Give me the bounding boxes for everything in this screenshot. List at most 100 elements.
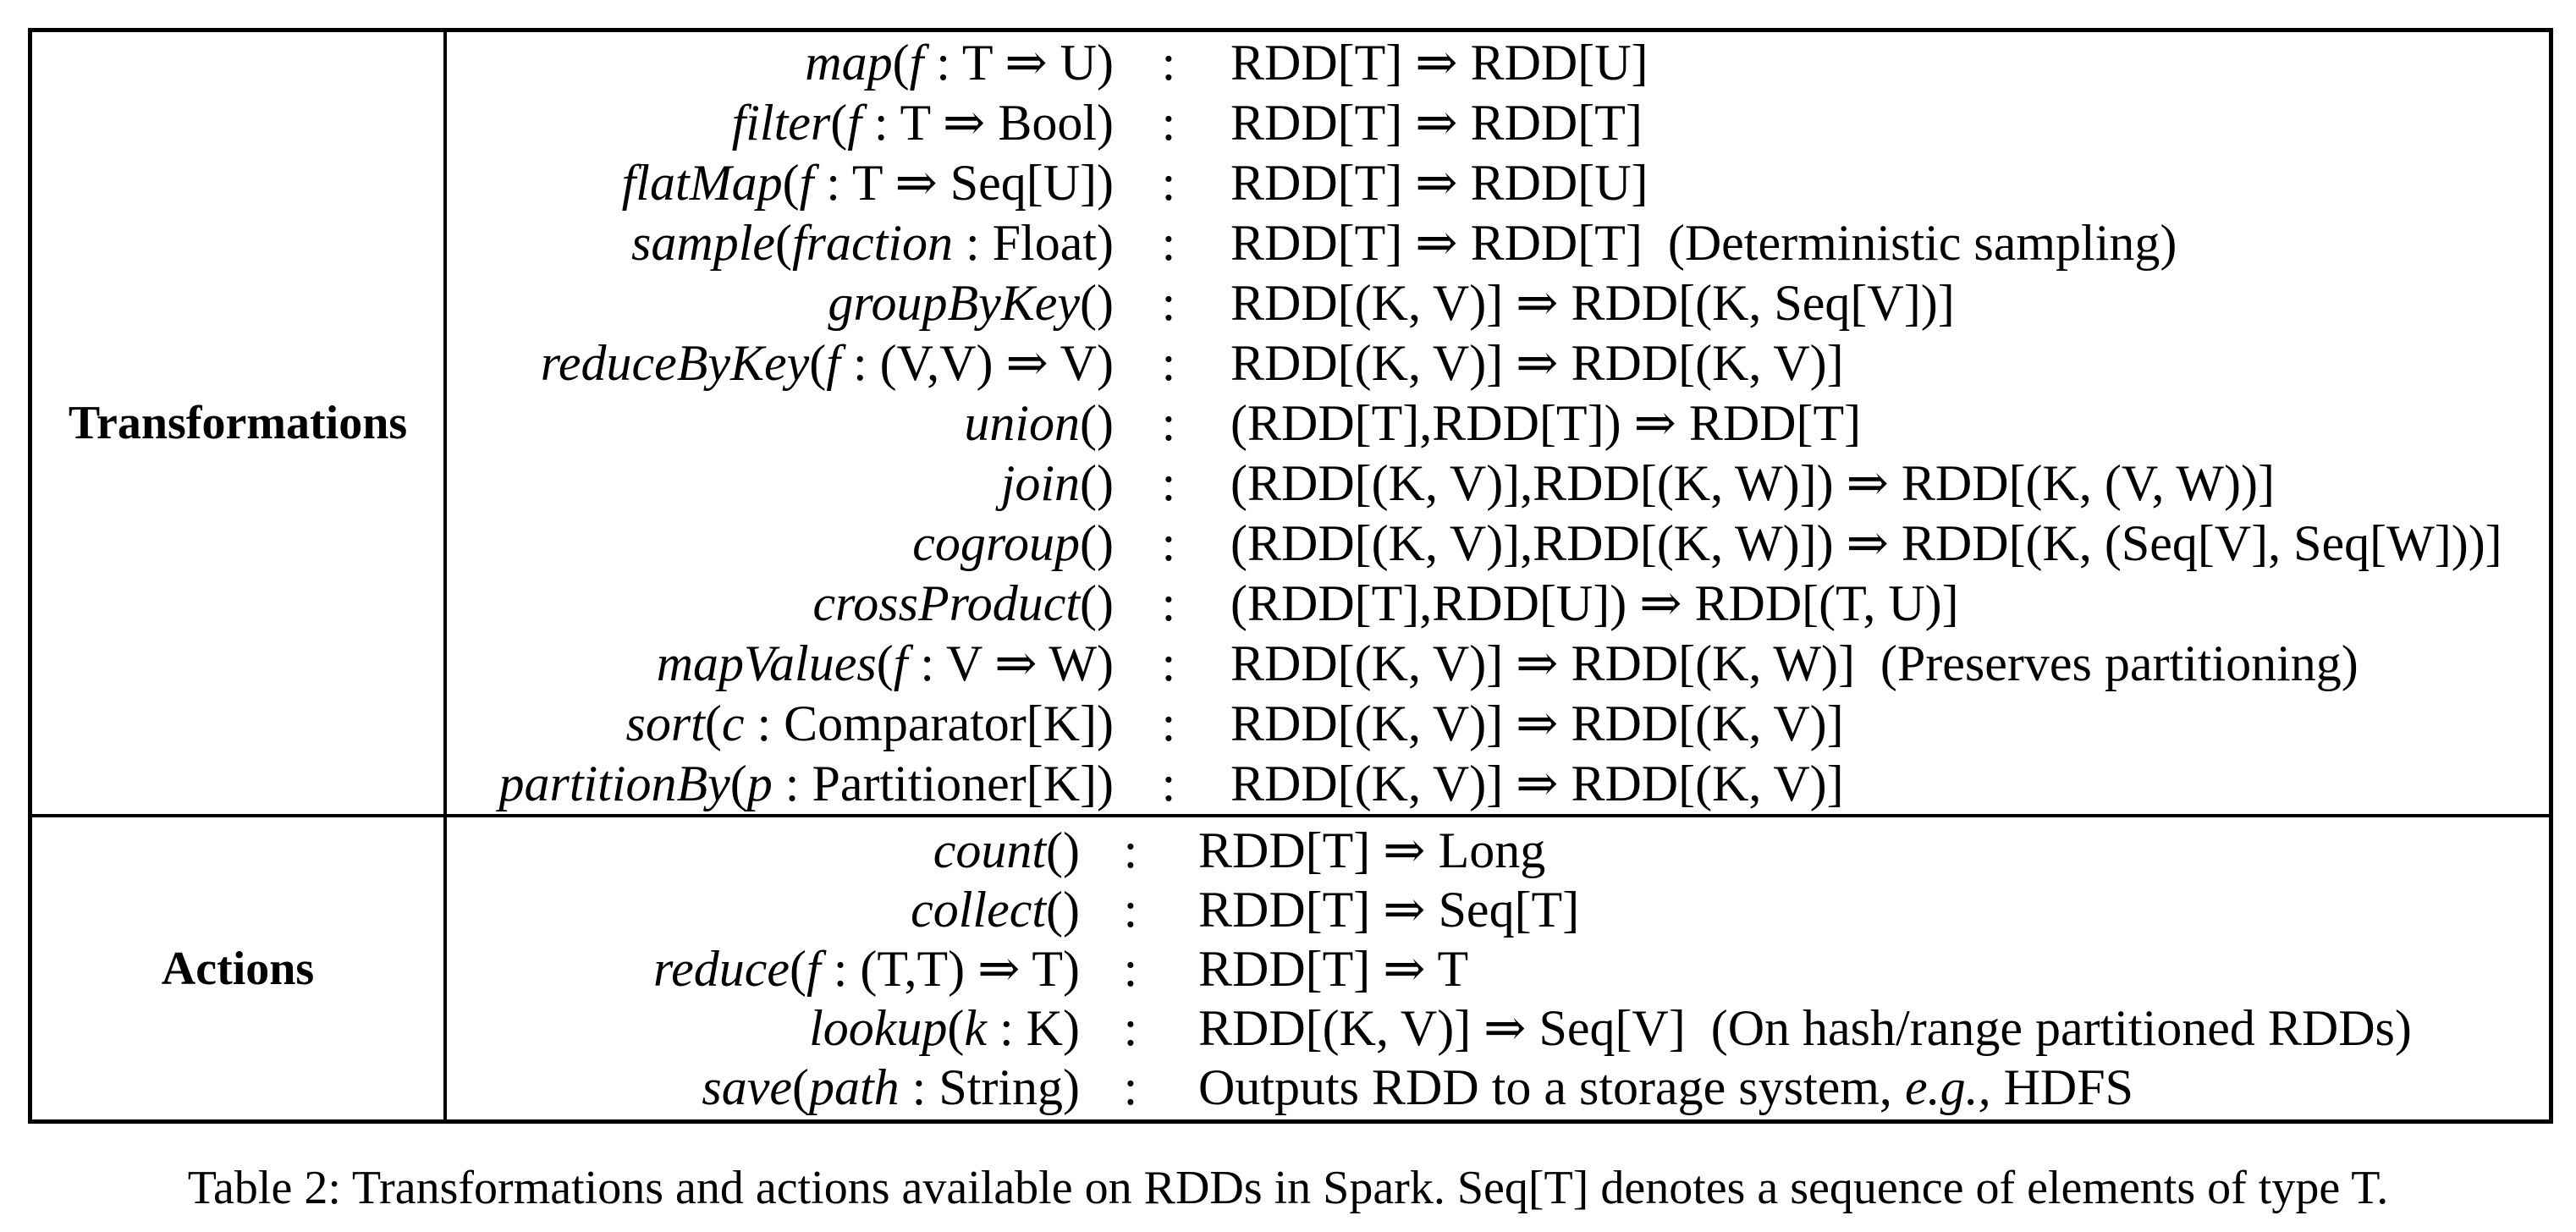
operation-result: (RDD[T],RDD[T]) ⇒ RDD[T] (1224, 393, 2549, 454)
roman-text: RDD[(K, V)] ⇒ RDD[(K, Seq[V])] (1230, 274, 1955, 331)
roman-text: () (1080, 514, 1114, 571)
colon-separator: : (1161, 635, 1176, 691)
roman-text: RDD[(K, V)] ⇒ RDD[(K, W)] (Preserves par… (1230, 635, 2359, 691)
operation-row: crossProduct(): (RDD[T],RDD[U]) ⇒ RDD[(T,… (447, 574, 2549, 634)
operation-row: collect():RDD[T] ⇒ Seq[T] (447, 880, 2549, 939)
operation-signature: groupByKey() (447, 273, 1114, 333)
operation-signature: count() (447, 821, 1080, 880)
operation-signature: reduce(f : (T,T) ⇒ T) (447, 939, 1080, 998)
operation-signature: cogroup() (447, 514, 1114, 574)
roman-text: ( (947, 999, 965, 1056)
operation-result: RDD[T] ⇒ Seq[T] (1181, 880, 2549, 939)
roman-text: ( (876, 635, 894, 691)
italic-text: path (808, 1059, 900, 1115)
roman-text: HDFS (1990, 1059, 2133, 1115)
italic-text: f (909, 34, 924, 91)
italic-text: filter (731, 94, 831, 151)
roman-text: RDD[(K, V)] ⇒ RDD[(K, V)] (1230, 334, 1844, 391)
italic-text: map (805, 34, 893, 91)
roman-text: RDD[T] ⇒ Long (1198, 822, 1546, 878)
italic-text: f (893, 635, 908, 691)
roman-text: : Float) (953, 214, 1114, 271)
operation-signature: mapValues(f : V ⇒ W) (447, 634, 1114, 694)
operation-row: partitionBy(p : Partitioner[K]):RDD[(K, … (447, 754, 2549, 814)
italic-text: sample (631, 214, 776, 271)
operation-result: RDD[T] ⇒ RDD[T] (1224, 93, 2549, 153)
colon-separator: : (1123, 940, 1138, 997)
roman-text: RDD[(K, V)] ⇒ Seq[V] (On hash/range part… (1198, 999, 2412, 1056)
roman-text: RDD[(K, V)] ⇒ RDD[(K, V)] (1230, 755, 1844, 811)
roman-text: ( (704, 695, 722, 751)
operation-result: RDD[T] ⇒ Long (1181, 821, 2549, 880)
operation-result: Outputs RDD to a storage system, e.g., H… (1181, 1058, 2549, 1117)
operation-signature: map(f : T ⇒ U) (447, 33, 1114, 93)
roman-text: : Comparator[K]) (744, 695, 1114, 751)
italic-text: groupByKey (828, 274, 1081, 331)
operation-signature: save(path : String) (447, 1058, 1080, 1117)
roman-text: ( (830, 94, 848, 151)
roman-text: () (1080, 274, 1114, 331)
roman-text: (RDD[T],RDD[U]) ⇒ RDD[(T, U)] (1230, 575, 1959, 631)
italic-text: cogroup (912, 514, 1081, 571)
operation-result: (RDD[(K, V)],RDD[(K, W)]) ⇒ RDD[(K, (V, … (1224, 454, 2549, 514)
italic-text: lookup (809, 999, 948, 1056)
italic-text: f (847, 94, 861, 151)
operation-row: sample(fraction : Float):RDD[T] ⇒ RDD[T]… (447, 213, 2549, 273)
italic-text: f (826, 334, 840, 391)
operation-signature: sort(c : Comparator[K]) (447, 694, 1114, 754)
operation-row: map(f : T ⇒ U): RDD[T] ⇒ RDD[U] (447, 33, 2549, 93)
operation-row: filter(f : T ⇒ Bool): RDD[T] ⇒ RDD[T] (447, 93, 2549, 153)
italic-text: crossProduct (812, 575, 1081, 631)
roman-text: ( (809, 334, 827, 391)
colon-separator: : (1123, 999, 1138, 1056)
operation-row: union(): (RDD[T],RDD[T]) ⇒ RDD[T] (447, 393, 2549, 454)
italic-text: f (806, 940, 821, 997)
roman-text: RDD[T] ⇒ Seq[T] (1198, 881, 1580, 938)
italic-text: flatMap (621, 154, 783, 211)
roman-text: () (1080, 575, 1114, 631)
operation-result: RDD[T] ⇒ RDD[U] (1224, 33, 2549, 93)
operation-signature: collect() (447, 880, 1080, 939)
italic-text: f (799, 154, 814, 211)
section-rows: map(f : T ⇒ U):RDD[T] ⇒ RDD[U]filter(f :… (447, 32, 2549, 814)
colon-separator: : (1161, 394, 1176, 451)
italic-text: p (746, 755, 773, 811)
operation-signature: flatMap(f : T ⇒ Seq[U]) (447, 153, 1114, 213)
colon-separator: : (1161, 695, 1176, 751)
operation-row: flatMap(f : T ⇒ Seq[U]): RDD[T] ⇒ RDD[U] (447, 153, 2549, 213)
roman-text: (RDD[T],RDD[T]) ⇒ RDD[T] (1230, 394, 1862, 451)
roman-text: ( (790, 940, 807, 997)
colon-separator: : (1161, 334, 1176, 391)
operation-result: RDD[(K, V)] ⇒ RDD[(K, V)] (1224, 754, 2549, 814)
roman-text: RDD[T] ⇒ RDD[U] (1230, 34, 1649, 91)
colon-separator: : (1161, 154, 1176, 211)
roman-text: ( (729, 755, 747, 811)
italic-text: union (964, 394, 1081, 451)
operation-signature: filter(f : T ⇒ Bool) (447, 93, 1114, 153)
italic-text: collect (911, 881, 1047, 938)
roman-text: : T ⇒ Bool) (861, 94, 1114, 151)
operation-signature: union() (447, 393, 1114, 454)
italic-text: mapValues (656, 635, 877, 691)
roman-text: ( (892, 34, 910, 91)
roman-text: : T ⇒ U) (923, 34, 1114, 91)
roman-text: RDD[(K, V)] ⇒ RDD[(K, V)] (1230, 695, 1844, 751)
operation-signature: join() (447, 454, 1114, 514)
operation-result: (RDD[(K, V)],RDD[(K, W)]) ⇒ RDD[(K, (Seq… (1224, 514, 2549, 574)
colon-separator: : (1161, 34, 1176, 91)
roman-text: () (1080, 394, 1114, 451)
roman-text: () (1080, 454, 1114, 511)
colon-separator: : (1161, 94, 1176, 151)
operation-row: lookup(k : K): RDD[(K, V)] ⇒ Seq[V] (On h… (447, 998, 2549, 1058)
italic-text: e.g., (1904, 1059, 1991, 1115)
operation-row: reduceByKey(f : (V,V) ⇒ V):RDD[(K, V)] ⇒… (447, 333, 2549, 393)
italic-text: partitionBy (498, 755, 730, 811)
roman-text: : K) (987, 999, 1080, 1056)
roman-text: : (T,T) ⇒ T) (820, 940, 1080, 997)
roman-text: RDD[T] ⇒ RDD[U] (1230, 154, 1649, 211)
colon-separator: : (1161, 575, 1176, 631)
roman-text: ( (775, 214, 792, 271)
italic-text: k (964, 999, 988, 1056)
